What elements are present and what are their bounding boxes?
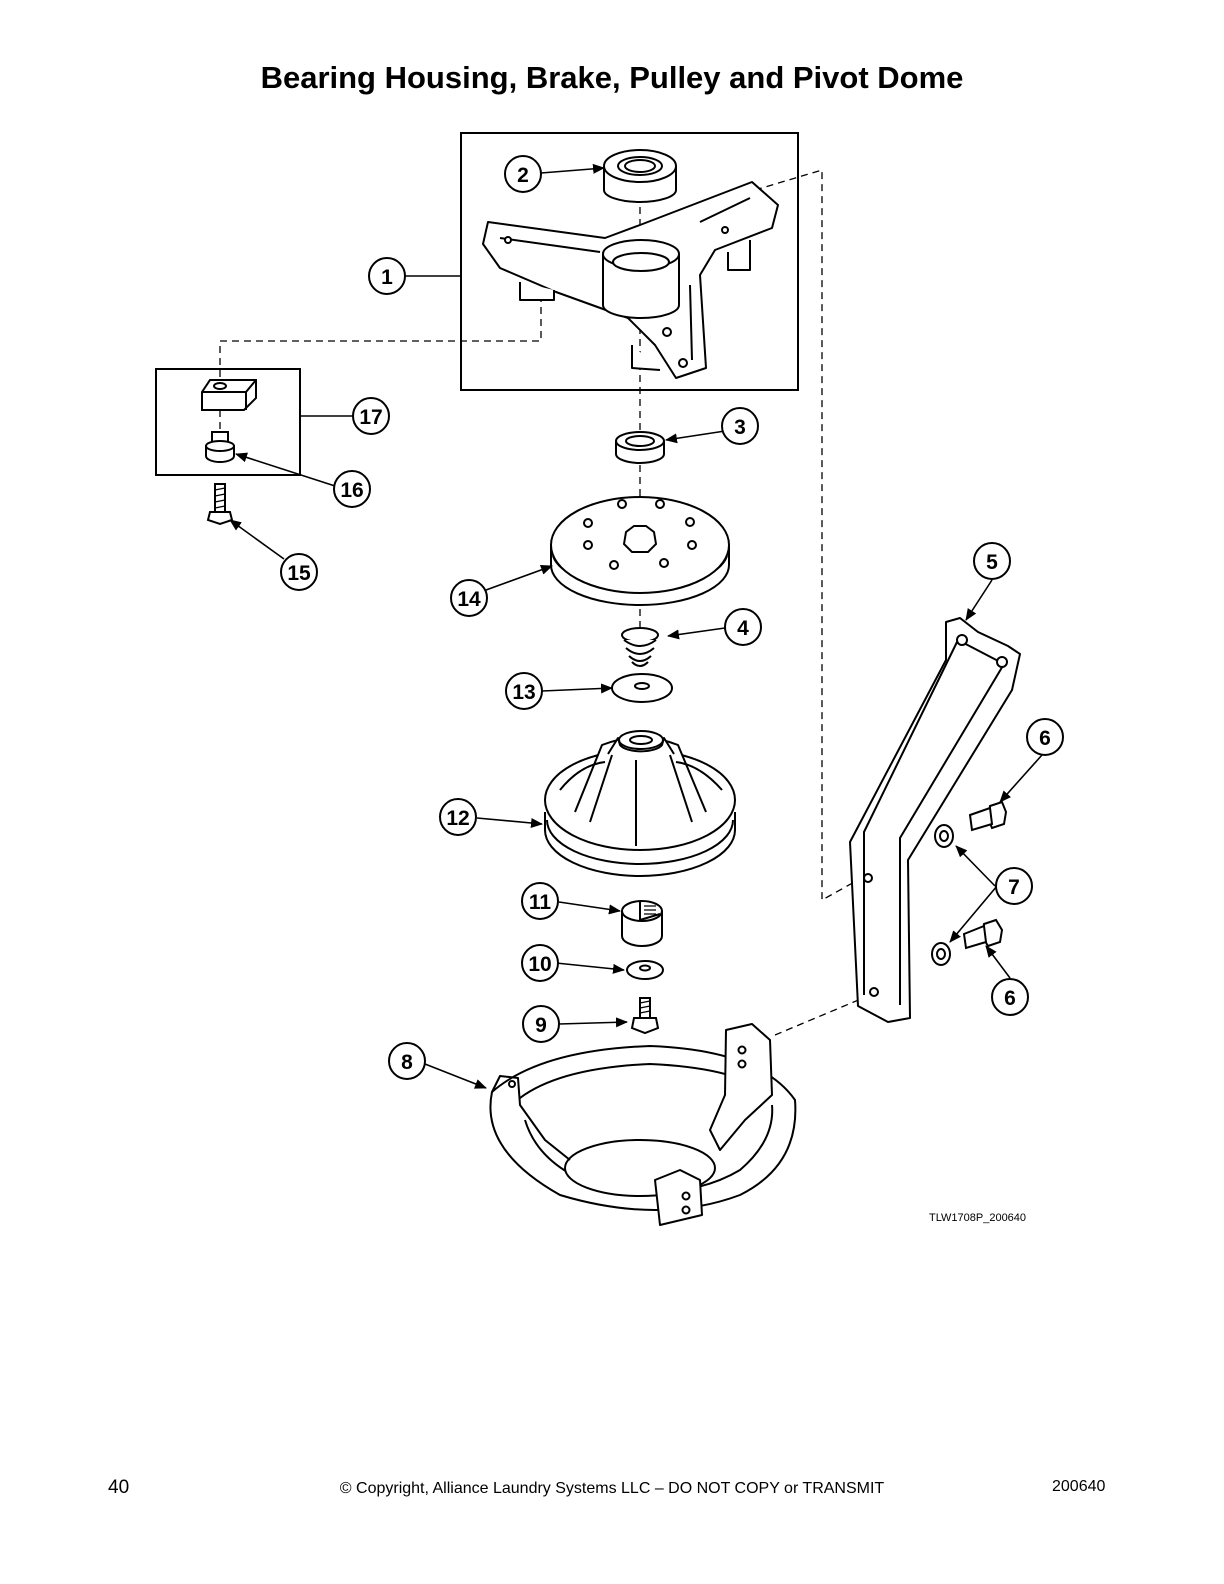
bearing-housing-group-box (460, 132, 799, 391)
screw-part-6-upper (968, 800, 1008, 832)
callout-label: 12 (446, 807, 469, 830)
callout-label: 2 (517, 164, 529, 187)
callout-8: 8 (388, 1042, 426, 1080)
callout-label: 11 (529, 891, 552, 914)
document-number: 200640 (1052, 1478, 1106, 1495)
callout-9: 9 (522, 1005, 560, 1043)
screw-part-15 (206, 483, 234, 526)
page-title: Bearing Housing, Brake, Pulley and Pivot… (260, 60, 964, 95)
pulley-part (550, 496, 730, 606)
callout-5: 5 (973, 542, 1011, 580)
brake-part (544, 730, 736, 877)
callout-label: 17 (359, 406, 382, 429)
callout-label: 6 (1004, 987, 1016, 1010)
callout-label: 13 (512, 681, 535, 704)
leader-lines (229, 163, 1043, 1089)
callout-label: 8 (401, 1051, 413, 1074)
callout-12: 12 (439, 798, 477, 836)
page-number: 40 (108, 1477, 130, 1498)
callout-label: 3 (734, 416, 746, 439)
lock-washer-part-7 (931, 824, 954, 966)
callout-6-lower: 6 (991, 978, 1029, 1016)
callout-16: 16 (333, 470, 371, 508)
bearing-housing-part (482, 181, 779, 379)
pivot-dome-part (489, 1023, 797, 1226)
callout-7: 7 (995, 867, 1033, 905)
bearing-part (603, 149, 677, 203)
callout-14: 14 (450, 579, 488, 617)
callout-label: 7 (1008, 876, 1020, 899)
callout-label: 14 (457, 588, 481, 611)
callout-17: 17 (352, 397, 390, 435)
callout-label: 4 (737, 617, 749, 640)
mounting-group-box (155, 368, 301, 476)
callout-label: 9 (535, 1014, 547, 1037)
callout-3: 3 (721, 407, 759, 445)
callout-6-upper: 6 (1026, 718, 1064, 756)
callout-label: 6 (1039, 727, 1051, 750)
callout-label: 15 (287, 562, 311, 585)
spring-part (621, 627, 659, 667)
callout-10: 10 (521, 944, 559, 982)
callout-4: 4 (724, 608, 762, 646)
callout-label: 1 (381, 266, 393, 289)
callout-2: 2 (504, 155, 542, 193)
coupling-part (621, 900, 663, 947)
diagram-reference-code: TLW1708P_200640 (929, 1212, 1026, 1224)
copyright-notice: © Copyright, Alliance Laundry Systems LL… (339, 1480, 885, 1497)
callout-label: 5 (986, 551, 998, 574)
seal-part (615, 431, 665, 464)
washer-part-13 (611, 673, 673, 703)
grommet-part (205, 431, 235, 463)
callout-label: 16 (340, 479, 363, 502)
mounting-pad-part (201, 379, 257, 411)
callout-label: 10 (528, 953, 551, 976)
bracket-part (849, 617, 1021, 1023)
callout-11: 11 (521, 882, 559, 920)
callout-15: 15 (280, 553, 318, 591)
callout-1: 1 (368, 257, 406, 295)
washer-part-10 (626, 960, 664, 980)
callout-13: 13 (505, 672, 543, 710)
screw-part-6-lower (962, 918, 1004, 950)
bolt-part-9 (630, 997, 660, 1035)
